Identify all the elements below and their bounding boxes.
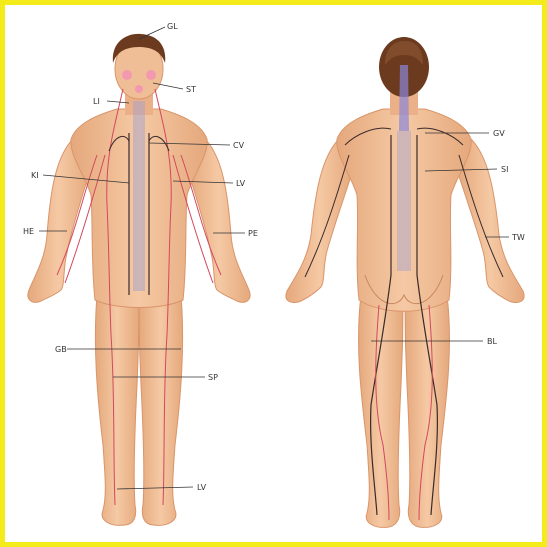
label-pe: PE (248, 229, 258, 238)
label-lv: LV (236, 179, 246, 188)
label-sp: SP (208, 373, 218, 382)
front-left-leg (95, 295, 139, 525)
back-spine-band (397, 131, 411, 271)
label-lv-foot: LV (197, 483, 207, 492)
label-he: HE (23, 227, 34, 236)
front-right-leg (139, 295, 183, 525)
back-right-arm (457, 137, 524, 303)
back-right-leg (405, 295, 449, 527)
diagram-canvas: GL ST LI CV KI LV HE PE GB SP LV GV SI T… (5, 5, 542, 542)
label-gl: GL (167, 22, 178, 31)
label-st: ST (186, 85, 196, 94)
face-marker-left (122, 70, 132, 80)
back-left-leg (359, 295, 403, 527)
label-ki: KI (31, 171, 39, 180)
face-marker-right (146, 70, 156, 80)
back-central-channel (399, 65, 409, 131)
front-figure (28, 34, 250, 525)
front-central-channel (133, 101, 145, 291)
mouth-marker (135, 85, 143, 93)
meridian-diagram: GL ST LI CV KI LV HE PE GB SP LV GV SI T… (5, 5, 542, 542)
label-li: LI (93, 97, 100, 106)
label-gv: GV (493, 129, 505, 138)
label-tw: TW (511, 233, 525, 242)
label-si: SI (501, 165, 508, 174)
back-figure (286, 37, 524, 527)
label-bl: BL (487, 337, 497, 346)
label-gb: GB (55, 345, 67, 354)
label-cv: CV (233, 141, 245, 150)
